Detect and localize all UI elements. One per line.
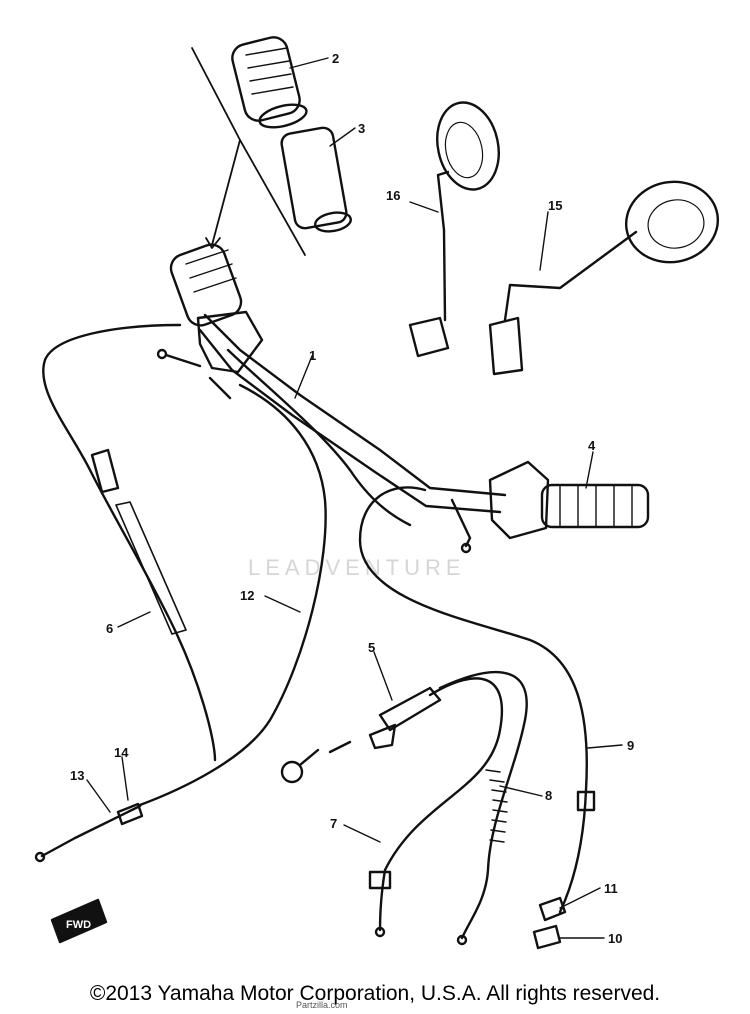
- copyright-notice: ©2013 Yamaha Motor Corporation, U.S.A. A…: [89, 982, 661, 1005]
- watermark-text: LEADVENTURE: [248, 555, 466, 580]
- fwd-arrow: FWD: [50, 898, 108, 944]
- callout-1: 1: [309, 348, 316, 363]
- clutch-cable-6: [42, 323, 217, 762]
- callout-4: 4: [588, 438, 596, 453]
- mirror-15-part: [488, 180, 720, 376]
- callout-3: 3: [358, 121, 365, 136]
- callout-8: 8: [545, 788, 552, 803]
- callout-labels: 2 3 1 4 5 6 12 8 9 7 11 10 13 14 15 16: [70, 51, 634, 946]
- throttle-sleeve-part: [280, 126, 352, 233]
- callout-14: 14: [114, 745, 129, 760]
- overlay-credit: Partzilla.com: [296, 1000, 348, 1010]
- callout-15: 15: [548, 198, 562, 213]
- small-parts-10-11: [532, 896, 567, 950]
- callout-16: 16: [386, 188, 400, 203]
- callout-9: 9: [627, 738, 634, 753]
- callout-7: 7: [330, 816, 337, 831]
- callout-5: 5: [368, 640, 375, 655]
- parts-diagram: LEADVENTURE: [34, 36, 720, 950]
- right-grip-assembly: [450, 460, 650, 554]
- junction-block-5: [280, 686, 442, 784]
- cable-12: [138, 383, 327, 807]
- cable-8: [438, 670, 528, 946]
- throttle-cable-9: [358, 486, 596, 914]
- grip-part: [231, 36, 308, 129]
- handlebar-part: [198, 313, 507, 527]
- fwd-label: FWD: [66, 919, 91, 931]
- left-grip: [169, 243, 243, 327]
- inset-bracket: [191, 47, 306, 256]
- left-lever-assembly: [156, 310, 264, 400]
- mirror-16-part: [408, 101, 500, 358]
- callout-2: 2: [332, 51, 339, 66]
- callout-10: 10: [608, 931, 622, 946]
- leader-lines: [86, 57, 623, 939]
- cable-end-13-14: [34, 802, 144, 863]
- callout-12: 12: [240, 588, 254, 603]
- callout-11: 11: [604, 881, 618, 896]
- callout-13: 13: [70, 768, 84, 783]
- callout-6: 6: [106, 621, 113, 636]
- cable-7: [368, 677, 504, 938]
